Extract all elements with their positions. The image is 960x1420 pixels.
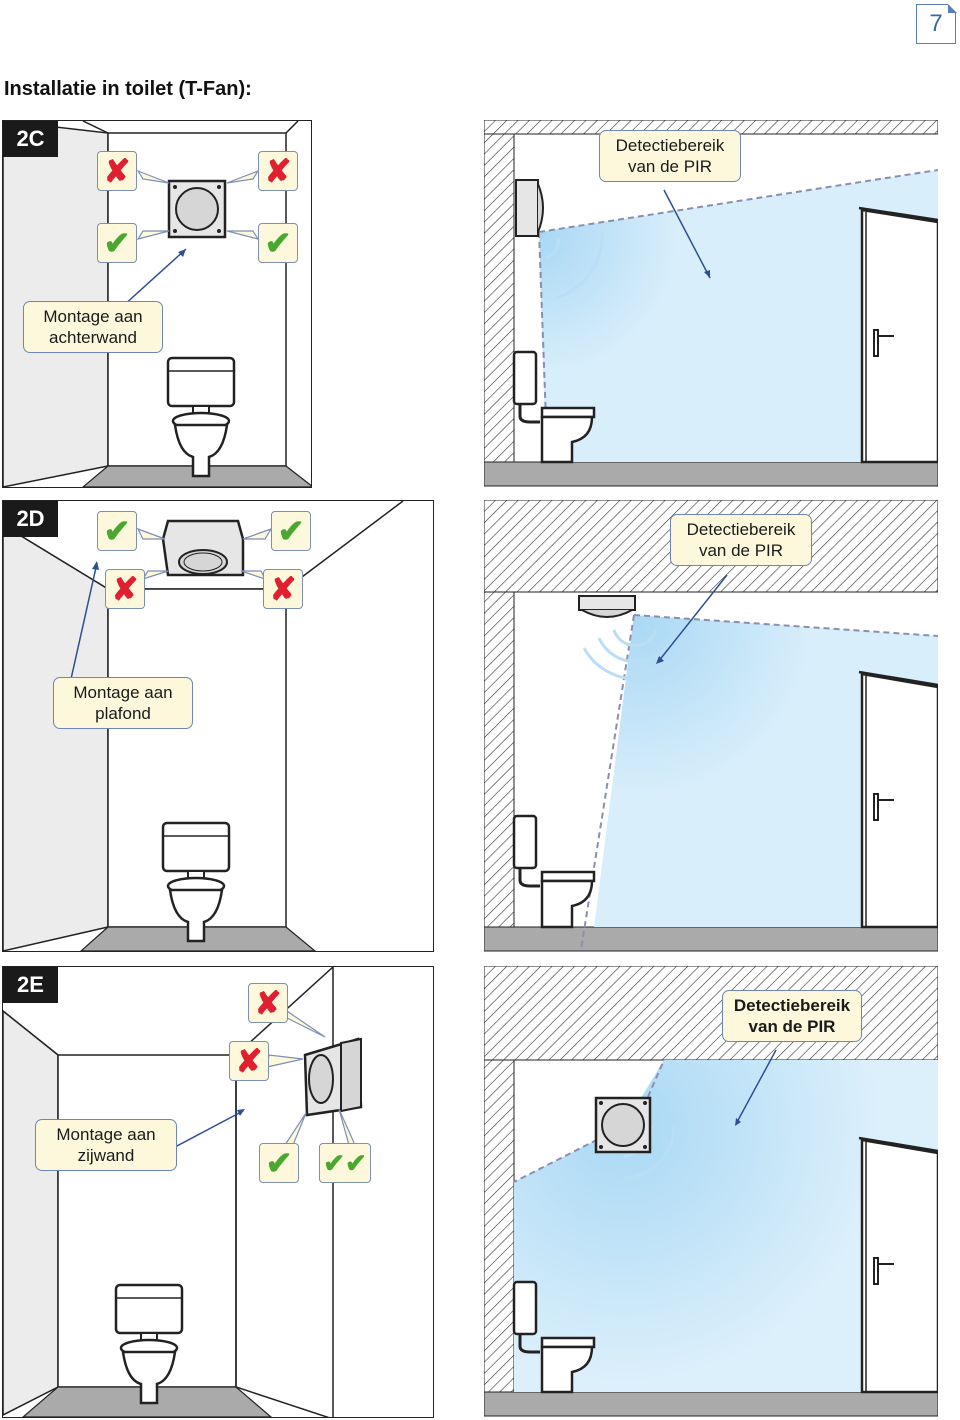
panel-2c-wall: 2C ✘ ✘ ✔ ✔ Montage aan achterwand (2, 120, 312, 488)
side-view-detection (484, 500, 938, 952)
marker-not-recommended: ✘ (263, 569, 303, 609)
marker-not-recommended: ✘ (97, 151, 137, 191)
cross-icon: ✘ (103, 153, 131, 189)
toilet-room-side-wall-view (3, 967, 363, 1417)
marker-recommended: ✔ (271, 511, 311, 551)
mount-label-line: Montage aan (43, 307, 143, 326)
double-check-icon: ✔✔ (323, 1148, 367, 1178)
door-icon (858, 670, 938, 929)
mount-label-line: zijwand (77, 1146, 135, 1165)
check-icon: ✔ (103, 513, 131, 549)
panel-2d-side: Detectiebereik van de PIR (484, 500, 938, 952)
fan-icon (303, 1037, 363, 1117)
side-view-detection (484, 966, 938, 1417)
marker-not-recommended: ✘ (105, 569, 145, 609)
toilet-room-back-view (3, 121, 311, 487)
toilet-room-ceiling-view (3, 501, 404, 951)
door-icon (858, 1136, 938, 1394)
detection-label-line: van de PIR (627, 157, 713, 176)
detection-label: Detectiebereik van de PIR (722, 990, 862, 1042)
fan-icon (578, 595, 636, 618)
detection-label: Detectiebereik van de PIR (670, 514, 812, 566)
toilet-icon (114, 1283, 184, 1405)
check-icon: ✔ (103, 225, 131, 261)
door-icon (858, 206, 938, 464)
detection-label-line: van de PIR (748, 1017, 836, 1036)
mount-label: Montage aan plafond (53, 677, 193, 729)
marker-highly-recommended: ✔✔ (319, 1143, 371, 1183)
fan-icon (515, 179, 544, 237)
toilet-icon (512, 1280, 596, 1394)
cross-icon: ✘ (111, 571, 139, 607)
section-badge: 2E (3, 967, 58, 1003)
section-badge: 2C (3, 121, 58, 157)
check-icon: ✔ (264, 225, 292, 261)
toilet-icon (512, 814, 596, 929)
cross-icon: ✘ (269, 571, 297, 607)
detection-label-line: Detectiebereik (686, 520, 796, 539)
page-title: Installatie in toilet (T-Fan): (4, 78, 252, 100)
marker-recommended: ✔ (97, 223, 137, 263)
marker-recommended: ✔ (259, 1143, 299, 1183)
side-view-detection (484, 120, 938, 487)
panel-2e-wall: 2E ✘ ✘ ✔ ✔✔ Montage aan zijwand (2, 966, 434, 1418)
mount-label-line: Montage aan (56, 1125, 156, 1144)
detection-label-line: Detectiebereik (733, 996, 851, 1015)
panel-2d-wall: 2D ✔ ✔ ✘ ✘ Montage aan plafond (2, 500, 434, 952)
cross-icon: ✘ (264, 153, 292, 189)
mount-label: Montage aan achterwand (23, 301, 163, 353)
marker-recommended: ✔ (258, 223, 298, 263)
marker-not-recommended: ✘ (248, 983, 288, 1023)
cross-icon: ✘ (254, 985, 282, 1021)
marker-not-recommended: ✘ (229, 1041, 269, 1081)
mount-label-line: Montage aan (73, 683, 173, 702)
panel-2e-side: Detectiebereik van de PIR (484, 966, 938, 1418)
cross-icon: ✘ (235, 1043, 263, 1079)
fan-icon (161, 519, 245, 577)
toilet-icon (512, 350, 596, 464)
mount-label-line: achterwand (49, 328, 137, 347)
mount-label-line: plafond (95, 704, 151, 723)
marker-not-recommended: ✘ (258, 151, 298, 191)
check-icon: ✔ (265, 1145, 293, 1181)
section-badge: 2D (3, 501, 58, 537)
mount-label: Montage aan zijwand (35, 1119, 177, 1171)
toilet-icon (166, 356, 236, 478)
page-number: 7 (916, 3, 957, 44)
detection-label: Detectiebereik van de PIR (599, 130, 741, 182)
toilet-icon (161, 821, 231, 943)
fan-icon (594, 1096, 652, 1154)
fan-icon (167, 179, 227, 239)
check-icon: ✔ (277, 513, 305, 549)
panel-2c-side: Detectiebereik van de PIR (484, 120, 938, 488)
marker-recommended: ✔ (97, 511, 137, 551)
detection-label-line: van de PIR (698, 541, 784, 560)
detection-label-line: Detectiebereik (615, 136, 725, 155)
